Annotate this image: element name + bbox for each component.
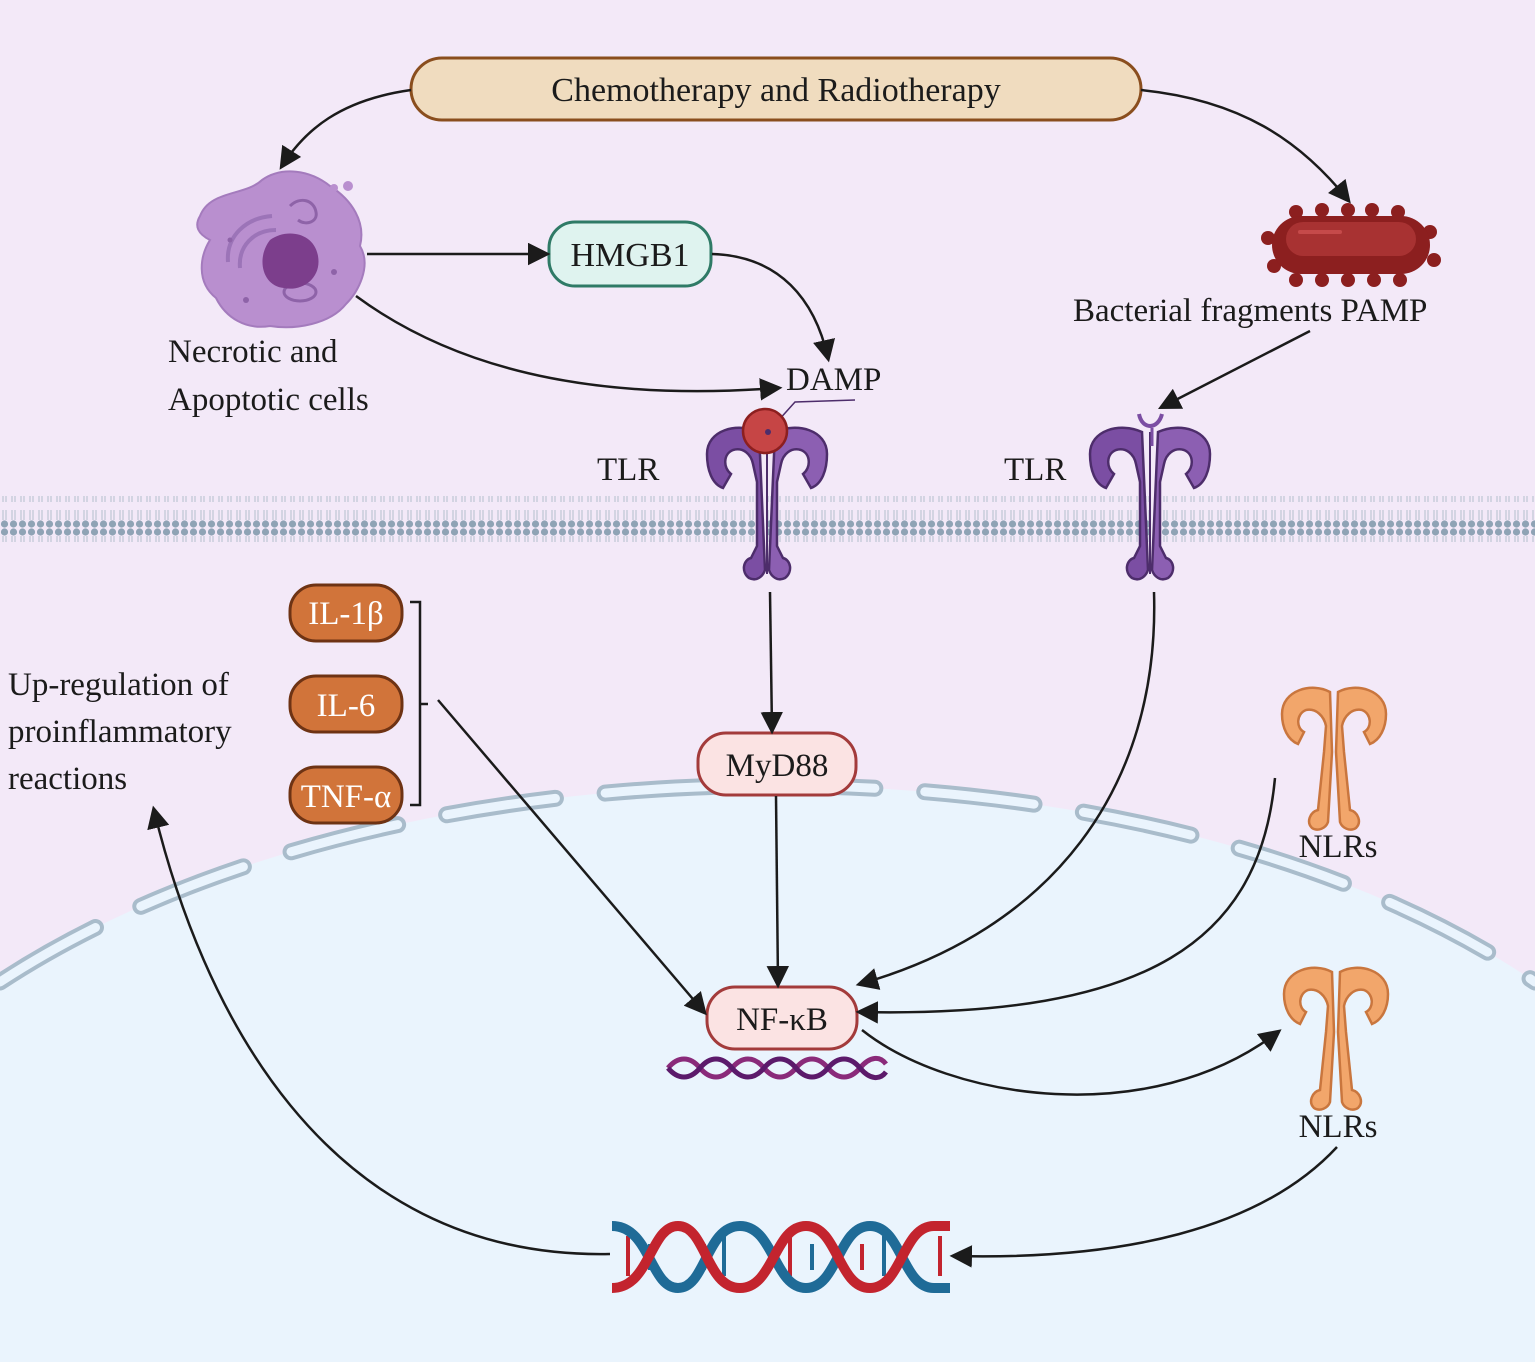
hmgb1-label: HMGB1 [570,237,689,274]
chemo-radio-box [409,56,1143,122]
necrotic-cell-icon [196,170,366,329]
il1b-label: IL-1β [308,596,383,632]
damp-ligand-icon [741,407,789,455]
il6-pill [288,674,404,734]
arrow-hmgb1-to-damp [711,252,836,363]
nfkb-label: NF-κB [736,1002,828,1038]
upregulation-line3: reactions [8,761,127,797]
arrow-cells-to-damp [355,294,783,401]
pamp-binding-cup-icon [1137,413,1164,428]
upregulation-line2: proinflammatory [8,714,232,750]
arrow-nlrs-to-dna [949,1146,1338,1268]
il6-label: IL-6 [317,688,376,724]
arrow-tlr-to-myd88 [760,591,783,735]
arrow-tlr-right-to-nfkb [855,591,1156,990]
large-dna-icon [611,1220,950,1294]
pamp-label: Bacterial fragments PAMP [1073,293,1427,329]
tnfa-label: TNF-α [301,779,392,815]
tlr-right-label: TLR [1004,452,1066,488]
myd88-label: MyD88 [726,748,829,784]
arrow-nlrs-to-nfkb [855,777,1277,1024]
arrow-pamp-to-tlr [1157,329,1311,410]
chemo-radio-label: Chemotherapy and Radiotherapy [551,72,1000,109]
nlrs-bottom-label: NLRs [1299,1109,1378,1145]
arrow-cytokines-to-nfkb [437,699,707,1016]
il1b-pill [288,583,404,643]
arrow-chemo-to-cells [279,88,412,170]
bacterium-icon [1261,203,1441,287]
upregulation-line1: Up-regulation of [8,667,229,703]
cells-label-line2: Apoptotic cells [168,382,369,418]
damp-label: DAMP [786,362,881,398]
arrow-myd88-to-nfkb [766,795,790,989]
cells-label-line1: Necrotic and [168,334,338,370]
tlr-left-label: TLR [597,452,659,488]
arrow-nfkb-to-nlrs [861,1029,1282,1096]
arrow-chemo-to-bacteria [1140,88,1351,204]
tnfa-pill [288,765,404,825]
arrow-dna-to-upregulation [147,805,611,1256]
nlrs-top-label: NLRs [1299,829,1378,865]
small-dna-icon [666,1056,888,1080]
